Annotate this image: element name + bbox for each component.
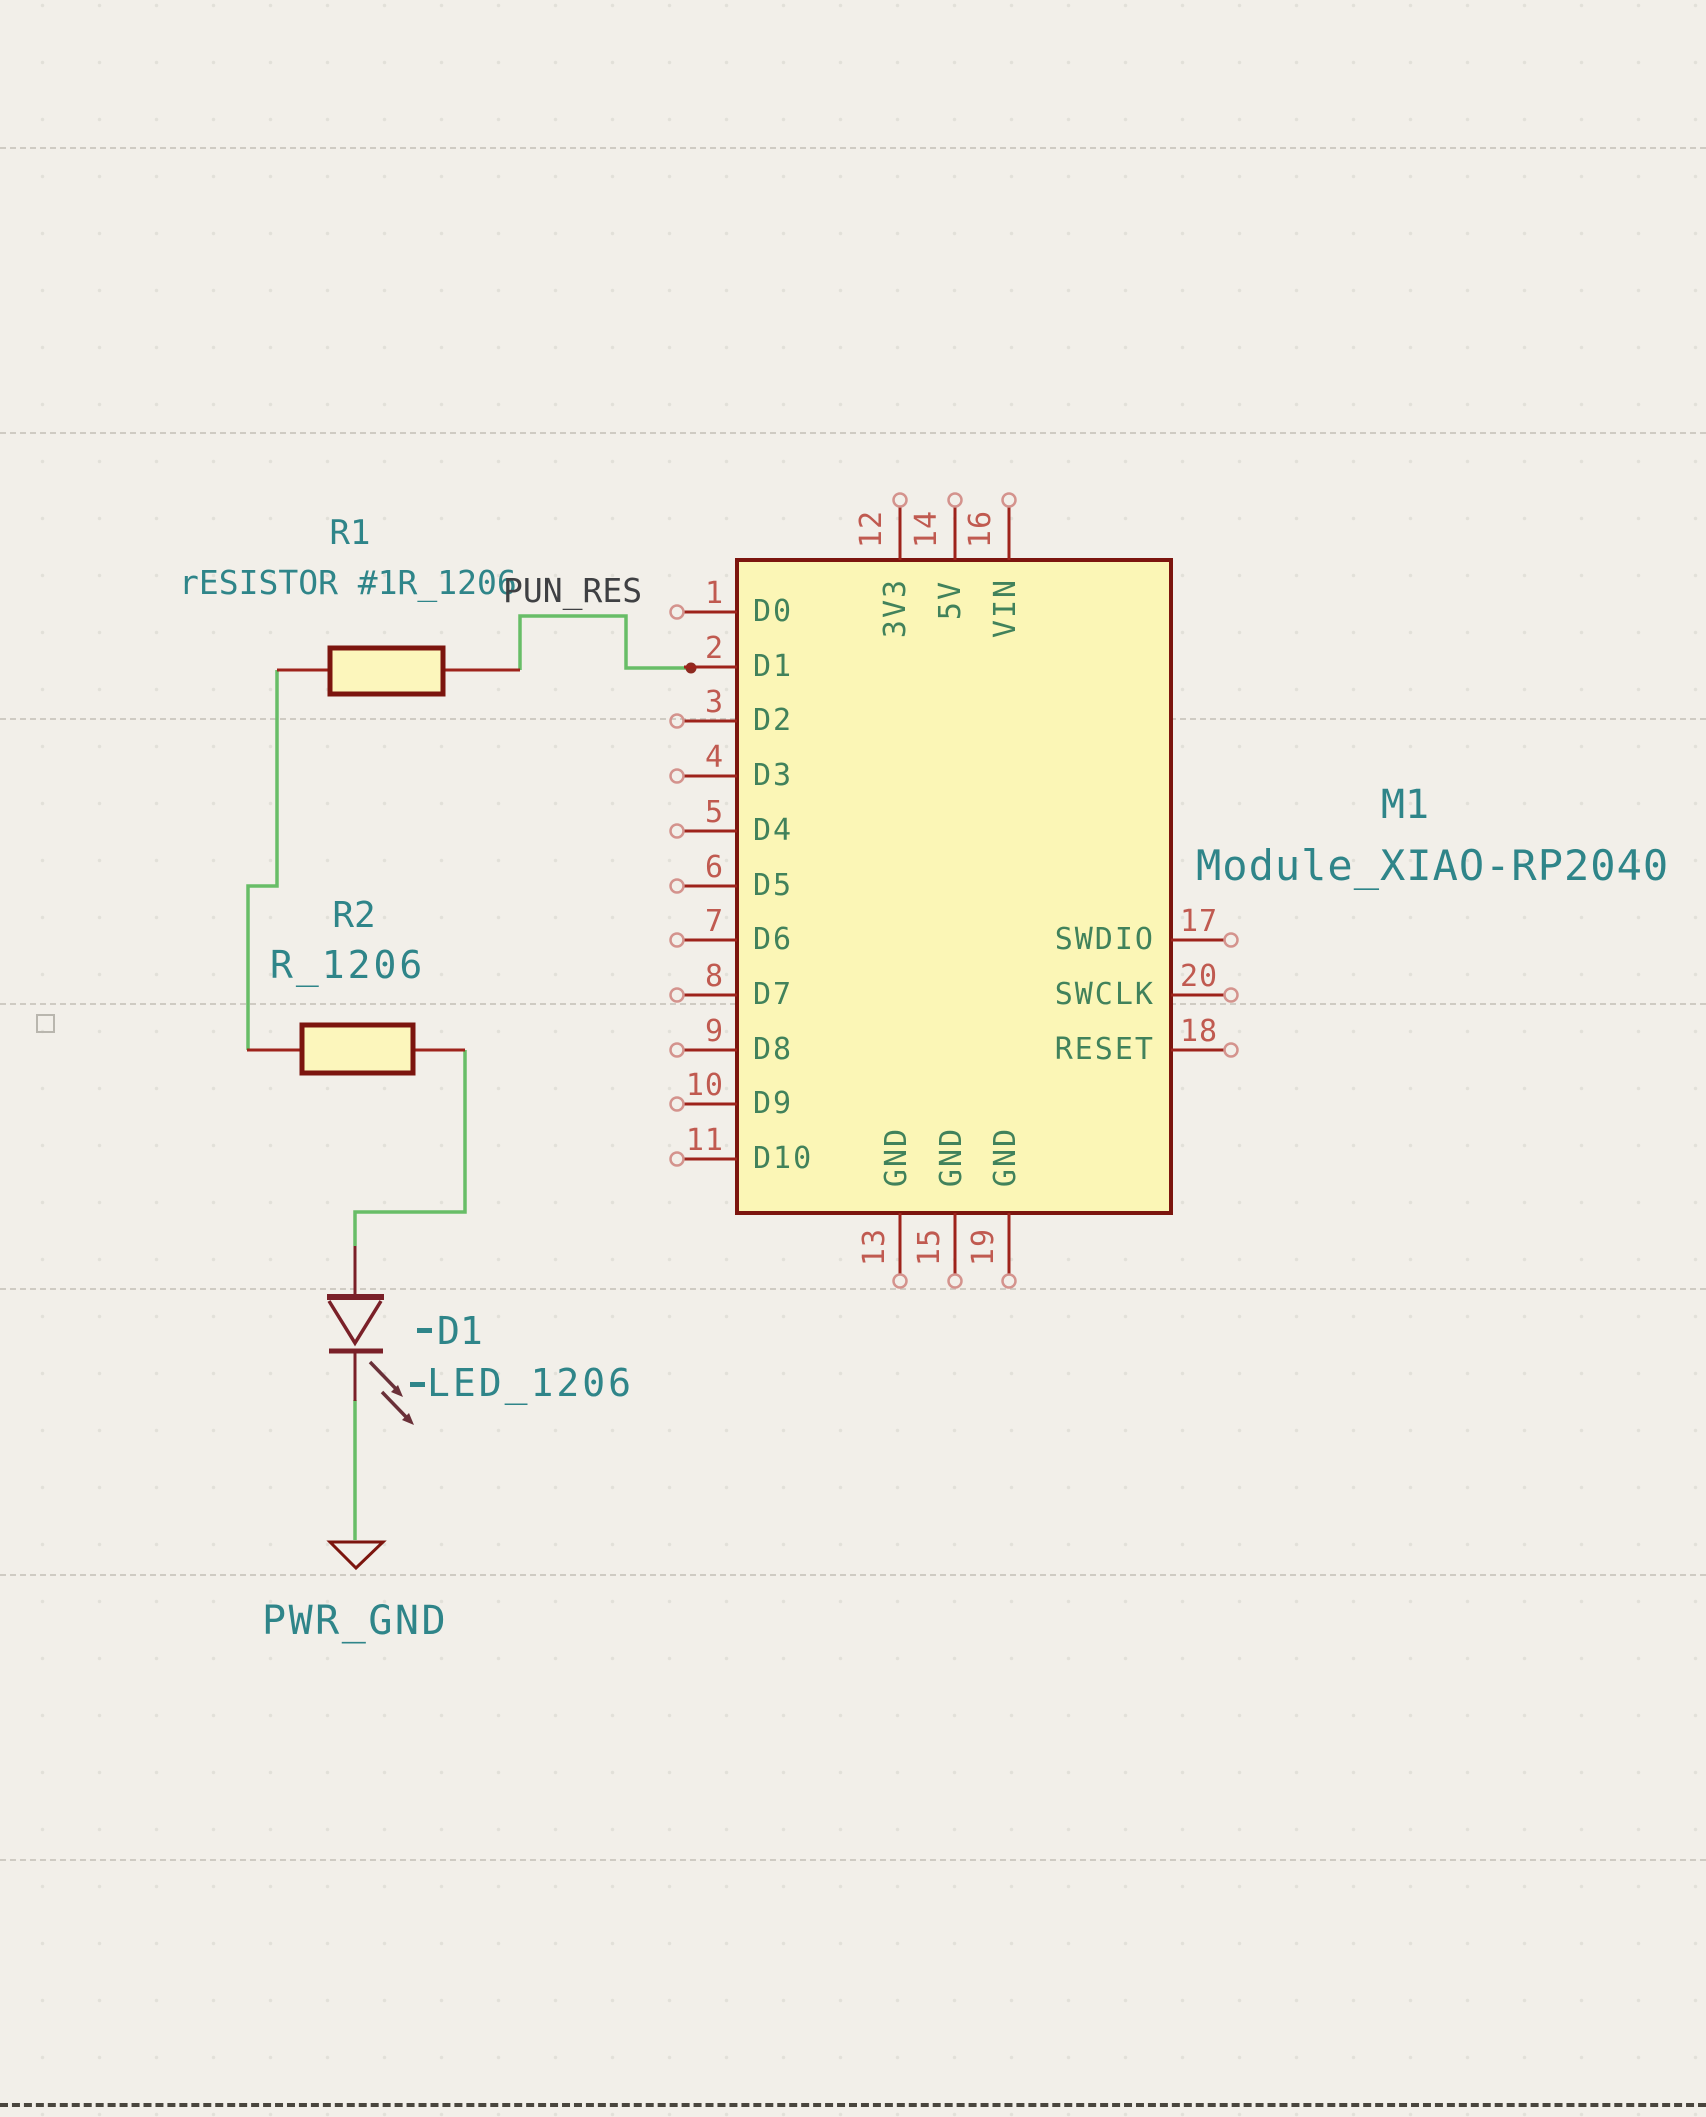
grid-row — [0, 1288, 1706, 1290]
module-pins — [684, 507, 1224, 1274]
grid-row — [0, 432, 1706, 434]
pin-number-7: 7 — [704, 904, 724, 939]
resistor-r1-symbol[interactable] — [277, 645, 520, 697]
pin-number-20: 20 — [1180, 959, 1219, 994]
pin-name-d3: D3 — [753, 758, 794, 793]
led-emission-arrows — [368, 1360, 414, 1425]
pin-name-d6: D6 — [753, 922, 794, 957]
pin-name-gnd-2: GND — [934, 1126, 969, 1188]
pin-name-d4: D4 — [753, 813, 794, 848]
pin-number-1: 1 — [704, 576, 724, 611]
led-d1-symbol[interactable] — [327, 1246, 414, 1425]
pin-name-d10: D10 — [753, 1141, 814, 1176]
unconnected-pin-circles — [669, 492, 1239, 1289]
pin-name-gnd-1: GND — [879, 1126, 914, 1188]
grid-row — [0, 1574, 1706, 1576]
pin-number-11: 11 — [685, 1123, 724, 1158]
wire-r1-to-r2[interactable] — [246, 670, 279, 1050]
wire-r1-to-module[interactable] — [518, 614, 690, 670]
pin-name-3v3: 3V3 — [878, 577, 913, 639]
pin-number-14: 14 — [909, 509, 944, 549]
pin-number-17: 17 — [1180, 904, 1219, 939]
r1-reference[interactable]: R1 — [329, 513, 371, 553]
module-symbol[interactable] — [669, 492, 1239, 1289]
pin-number-6: 6 — [704, 850, 724, 885]
pin-name-d8: D8 — [753, 1032, 794, 1067]
pin-name-reset: RESET — [1054, 1032, 1155, 1067]
label-anchor-dash — [417, 1328, 432, 1333]
pin-number-12: 12 — [854, 509, 889, 549]
pin-number-15: 15 — [912, 1227, 947, 1267]
pin-number-5: 5 — [704, 795, 724, 830]
pin-name-d1: D1 — [753, 649, 794, 684]
sheet-border-bottom — [0, 2103, 1706, 2107]
pin-name-5v: 5V — [933, 579, 968, 621]
pin-number-4: 4 — [704, 740, 724, 775]
pin-name-swdio: SWDIO — [1054, 922, 1155, 957]
pin-number-18: 18 — [1180, 1014, 1219, 1049]
ground-label[interactable]: PWR_GND — [262, 1598, 449, 1644]
pin-name-d5: D5 — [753, 868, 794, 903]
pin-name-swclk: SWCLK — [1054, 977, 1155, 1012]
d1-reference[interactable]: D1 — [437, 1309, 483, 1353]
resistor-r2-symbol[interactable] — [247, 1022, 465, 1076]
sheet-marker — [36, 1014, 55, 1033]
pin-name-d7: D7 — [753, 977, 794, 1012]
grid-row — [0, 147, 1706, 149]
pin-number-10: 10 — [685, 1068, 724, 1103]
module-value[interactable]: Module_XIAO-RP2040 — [1196, 841, 1670, 890]
module-reference[interactable]: M1 — [1380, 782, 1430, 828]
pin-number-3: 3 — [704, 685, 724, 720]
net-label[interactable]: PUN_RES — [503, 571, 643, 610]
pin-number-19: 19 — [966, 1227, 1001, 1267]
pin-name-d2: D2 — [753, 703, 794, 738]
pin-number-16: 16 — [963, 509, 998, 549]
grid-row — [0, 1859, 1706, 1861]
label-anchor-dash — [410, 1382, 425, 1387]
pin-number-9: 9 — [704, 1014, 724, 1049]
wire-r2-to-led[interactable] — [353, 1050, 467, 1246]
pin-name-gnd-3: GND — [988, 1126, 1023, 1188]
ground-symbol[interactable] — [326, 1540, 387, 1571]
r2-value[interactable]: R_1206 — [270, 943, 426, 987]
pin-name-d0: D0 — [753, 594, 794, 629]
pin-name-vin: VIN — [988, 577, 1023, 639]
pin-number-2: 2 — [704, 631, 724, 666]
pin-number-13: 13 — [857, 1227, 892, 1267]
r2-reference[interactable]: R2 — [332, 895, 376, 936]
module-body — [735, 558, 1173, 1215]
d1-value[interactable]: LED_1206 — [427, 1361, 635, 1405]
pin-number-8: 8 — [704, 959, 724, 994]
pin-name-d9: D9 — [753, 1086, 794, 1121]
r1-value[interactable]: rESISTOR #1R_1206 — [179, 563, 517, 602]
